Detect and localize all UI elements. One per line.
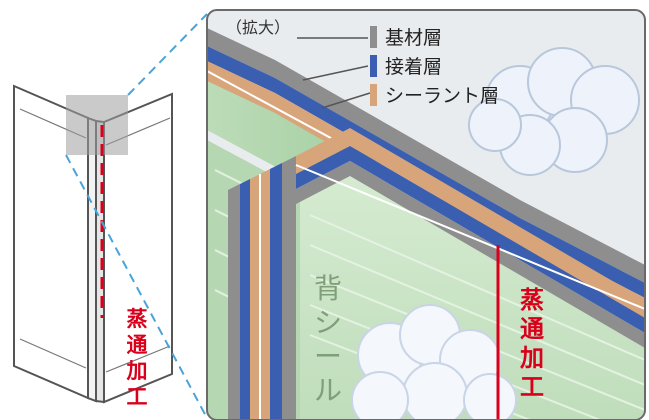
back-seal-char: 背 — [314, 272, 342, 305]
diag-interface-line — [295, 164, 645, 310]
legend-label-adhesive: 接着層 — [385, 56, 442, 78]
zoom-guide-top — [127, 13, 208, 96]
back-seal-char: ル — [314, 374, 342, 407]
zoom-label: （拡大） — [226, 18, 290, 37]
pouch-illustration — [13, 84, 173, 404]
pouch-bottom-seal-line — [19, 338, 87, 369]
legend-swatch-sealant — [370, 84, 377, 106]
substrate-layer-band — [207, 28, 645, 283]
zoom-region-highlight — [66, 95, 128, 155]
sealant-diag-band — [296, 128, 645, 318]
substrate-layer-fin-2 — [282, 156, 296, 420]
legend-swatch-substrate — [370, 26, 377, 48]
steam-cloud-top — [468, 47, 640, 176]
legend-label-sealant: シーラント層 — [385, 85, 499, 107]
steam-label-right-char: 加 — [520, 344, 544, 372]
back-seal-label: 背 シ ー ル — [314, 272, 342, 407]
steam-label-right-char: 蒸 — [520, 286, 544, 314]
zoom-panel: 背 シ ー ル 蒸 通 加 工 （拡大） 基材層 接着層 シーラント層 — [207, 10, 645, 420]
back-seal-fin-left — [87, 116, 97, 403]
adhesive-layer-fin-2 — [270, 163, 282, 420]
steam-label-left: 蒸 通 加 工 — [126, 307, 148, 409]
zoom-guide-bottom — [65, 154, 208, 419]
legend-leader-sealant — [321, 92, 371, 109]
legend-leader-adhesive — [302, 65, 369, 81]
steam-cloud-bottom — [351, 304, 517, 420]
legend-swatch-adhesive — [370, 55, 377, 77]
laminate-diagonal — [295, 128, 645, 348]
steam-label-left-char: 通 — [127, 333, 148, 357]
pouch-bottom-seal-line-right — [105, 345, 171, 373]
adhesive-diag-band — [296, 146, 645, 333]
back-seal-char: ー — [314, 340, 342, 373]
steam-label-left-char: 蒸 — [127, 307, 148, 331]
back-seal-char: シ — [314, 306, 342, 339]
steam-label-left-char: 加 — [126, 359, 148, 383]
zoom-frame-border — [206, 9, 646, 420]
steam-label-left-char: 工 — [127, 385, 148, 409]
adhesive-layer-fin — [240, 179, 250, 420]
legend-label-substrate: 基材層 — [385, 27, 442, 49]
steam-label-right-char: 通 — [520, 315, 544, 343]
substrate-layer-fin — [228, 184, 240, 420]
steam-label-right-char: 工 — [520, 373, 544, 401]
steam-label-right: 蒸 通 加 工 — [520, 286, 544, 401]
laminate-vertical — [228, 156, 296, 420]
layer-legend: 基材層 接着層 シーラント層 — [297, 26, 499, 109]
adhesive-layer-band — [207, 46, 645, 298]
